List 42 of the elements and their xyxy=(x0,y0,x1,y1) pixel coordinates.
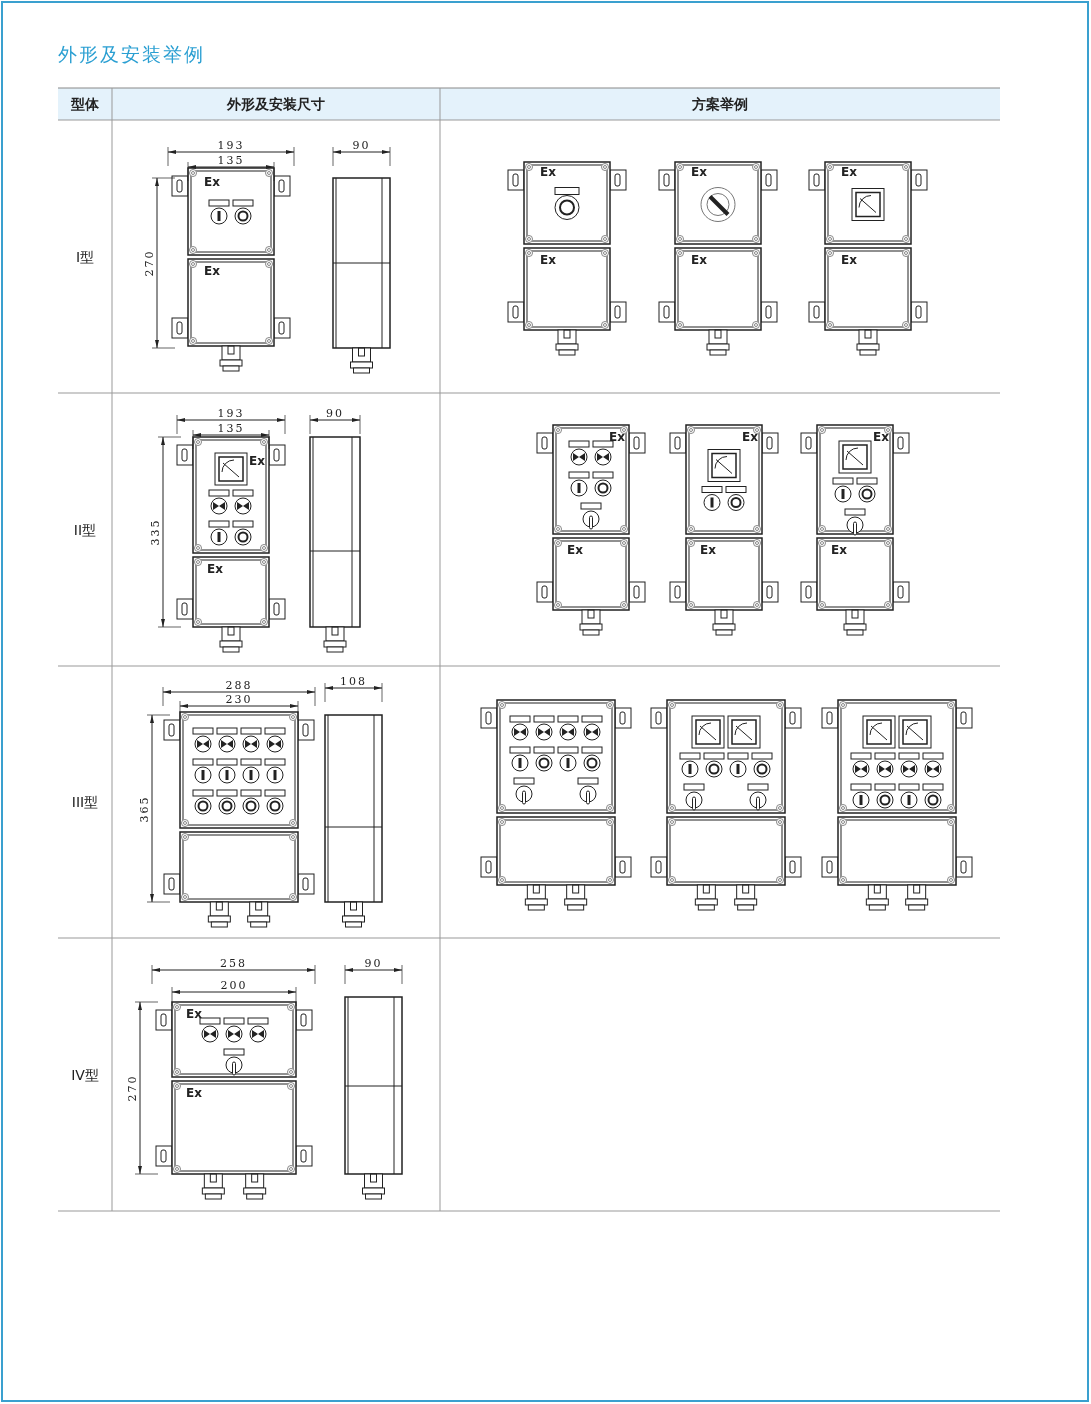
ex-mark: Ex xyxy=(207,563,223,575)
dimension-value: 335 xyxy=(149,518,161,546)
column-header: 方案举例 xyxy=(692,97,748,111)
row-label: IV型 xyxy=(71,1067,99,1082)
page-title: 外形及安装举例 xyxy=(58,44,205,64)
ex-mark: Ex xyxy=(567,544,583,556)
ex-mark: Ex xyxy=(700,544,716,556)
dimension-value: 230 xyxy=(225,693,253,705)
dimension-value: 193 xyxy=(217,139,245,151)
dimension-value: 258 xyxy=(220,957,247,969)
ex-mark: Ex xyxy=(186,1008,202,1020)
dimension-value: 90 xyxy=(364,957,383,969)
dimension-value: 90 xyxy=(326,407,344,419)
ex-mark: Ex xyxy=(204,265,220,277)
ex-mark: Ex xyxy=(742,431,758,443)
row-label: II型 xyxy=(73,522,97,537)
dimension-value: 108 xyxy=(340,675,367,687)
dimension-value: 90 xyxy=(352,139,371,151)
ex-mark: Ex xyxy=(831,544,847,556)
ex-mark: Ex xyxy=(841,254,857,266)
row-label: III型 xyxy=(71,795,99,809)
ex-mark: Ex xyxy=(249,455,265,467)
ex-mark: Ex xyxy=(540,166,556,178)
ex-mark: Ex xyxy=(540,254,556,266)
ex-mark: Ex xyxy=(873,431,889,443)
dimension-value: 200 xyxy=(220,979,248,991)
dimension-value: 193 xyxy=(217,407,245,419)
ex-mark: Ex xyxy=(609,431,625,443)
ex-mark: Ex xyxy=(841,166,857,178)
dimension-value: 270 xyxy=(143,249,155,277)
dimension-value: 288 xyxy=(225,679,253,691)
ex-mark: Ex xyxy=(186,1087,202,1099)
ex-mark: Ex xyxy=(691,254,707,266)
dimension-value: 135 xyxy=(217,154,245,166)
dimension-value: 270 xyxy=(126,1074,138,1102)
column-header: 型体 xyxy=(71,97,99,111)
column-header: 外形及安装尺寸 xyxy=(227,97,325,111)
dimension-value: 135 xyxy=(217,422,245,434)
ex-mark: Ex xyxy=(204,176,220,188)
dimension-value: 365 xyxy=(138,795,150,822)
row-label: I型 xyxy=(75,249,95,264)
ex-mark: Ex xyxy=(691,166,707,178)
